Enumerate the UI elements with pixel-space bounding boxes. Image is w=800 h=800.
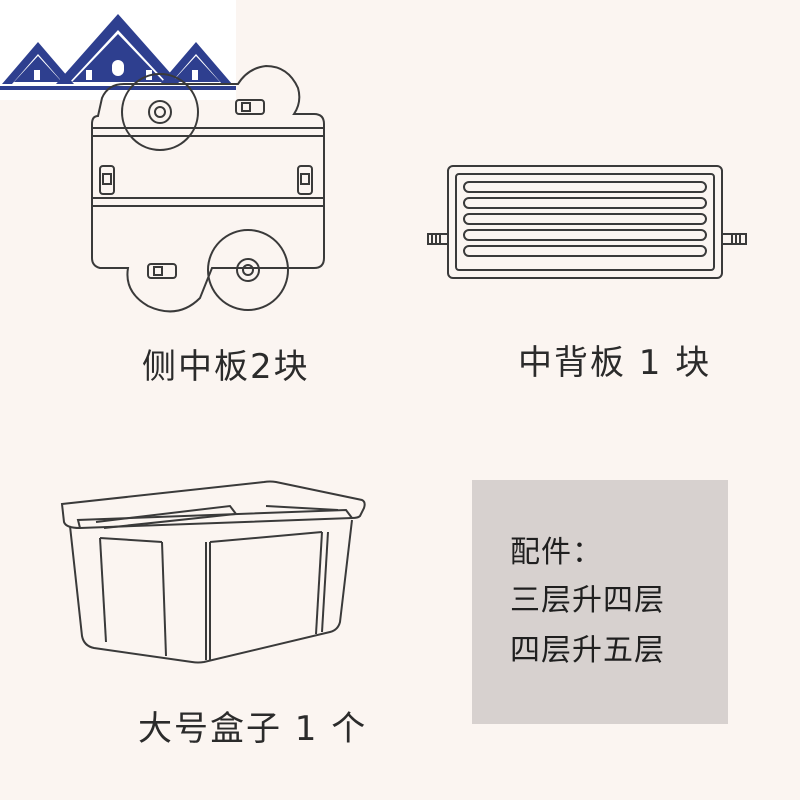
side-middle-panel-illustration (91, 64, 325, 313)
accessory-item: 四层升五层 (510, 633, 665, 668)
accessories-title: 配件： (510, 535, 603, 570)
large-box-illustration (60, 480, 366, 664)
middle-back-panel-illustration (427, 165, 747, 279)
box-label: 大号盒子 1 个 (138, 709, 368, 749)
side-panel-label: 侧中板2块 (142, 347, 310, 387)
accessories-panel: 配件： 三层升四层 四层升五层 (472, 480, 728, 724)
accessory-item: 三层升四层 (510, 583, 665, 618)
back-panel-label: 中背板 1 块 (518, 343, 712, 383)
